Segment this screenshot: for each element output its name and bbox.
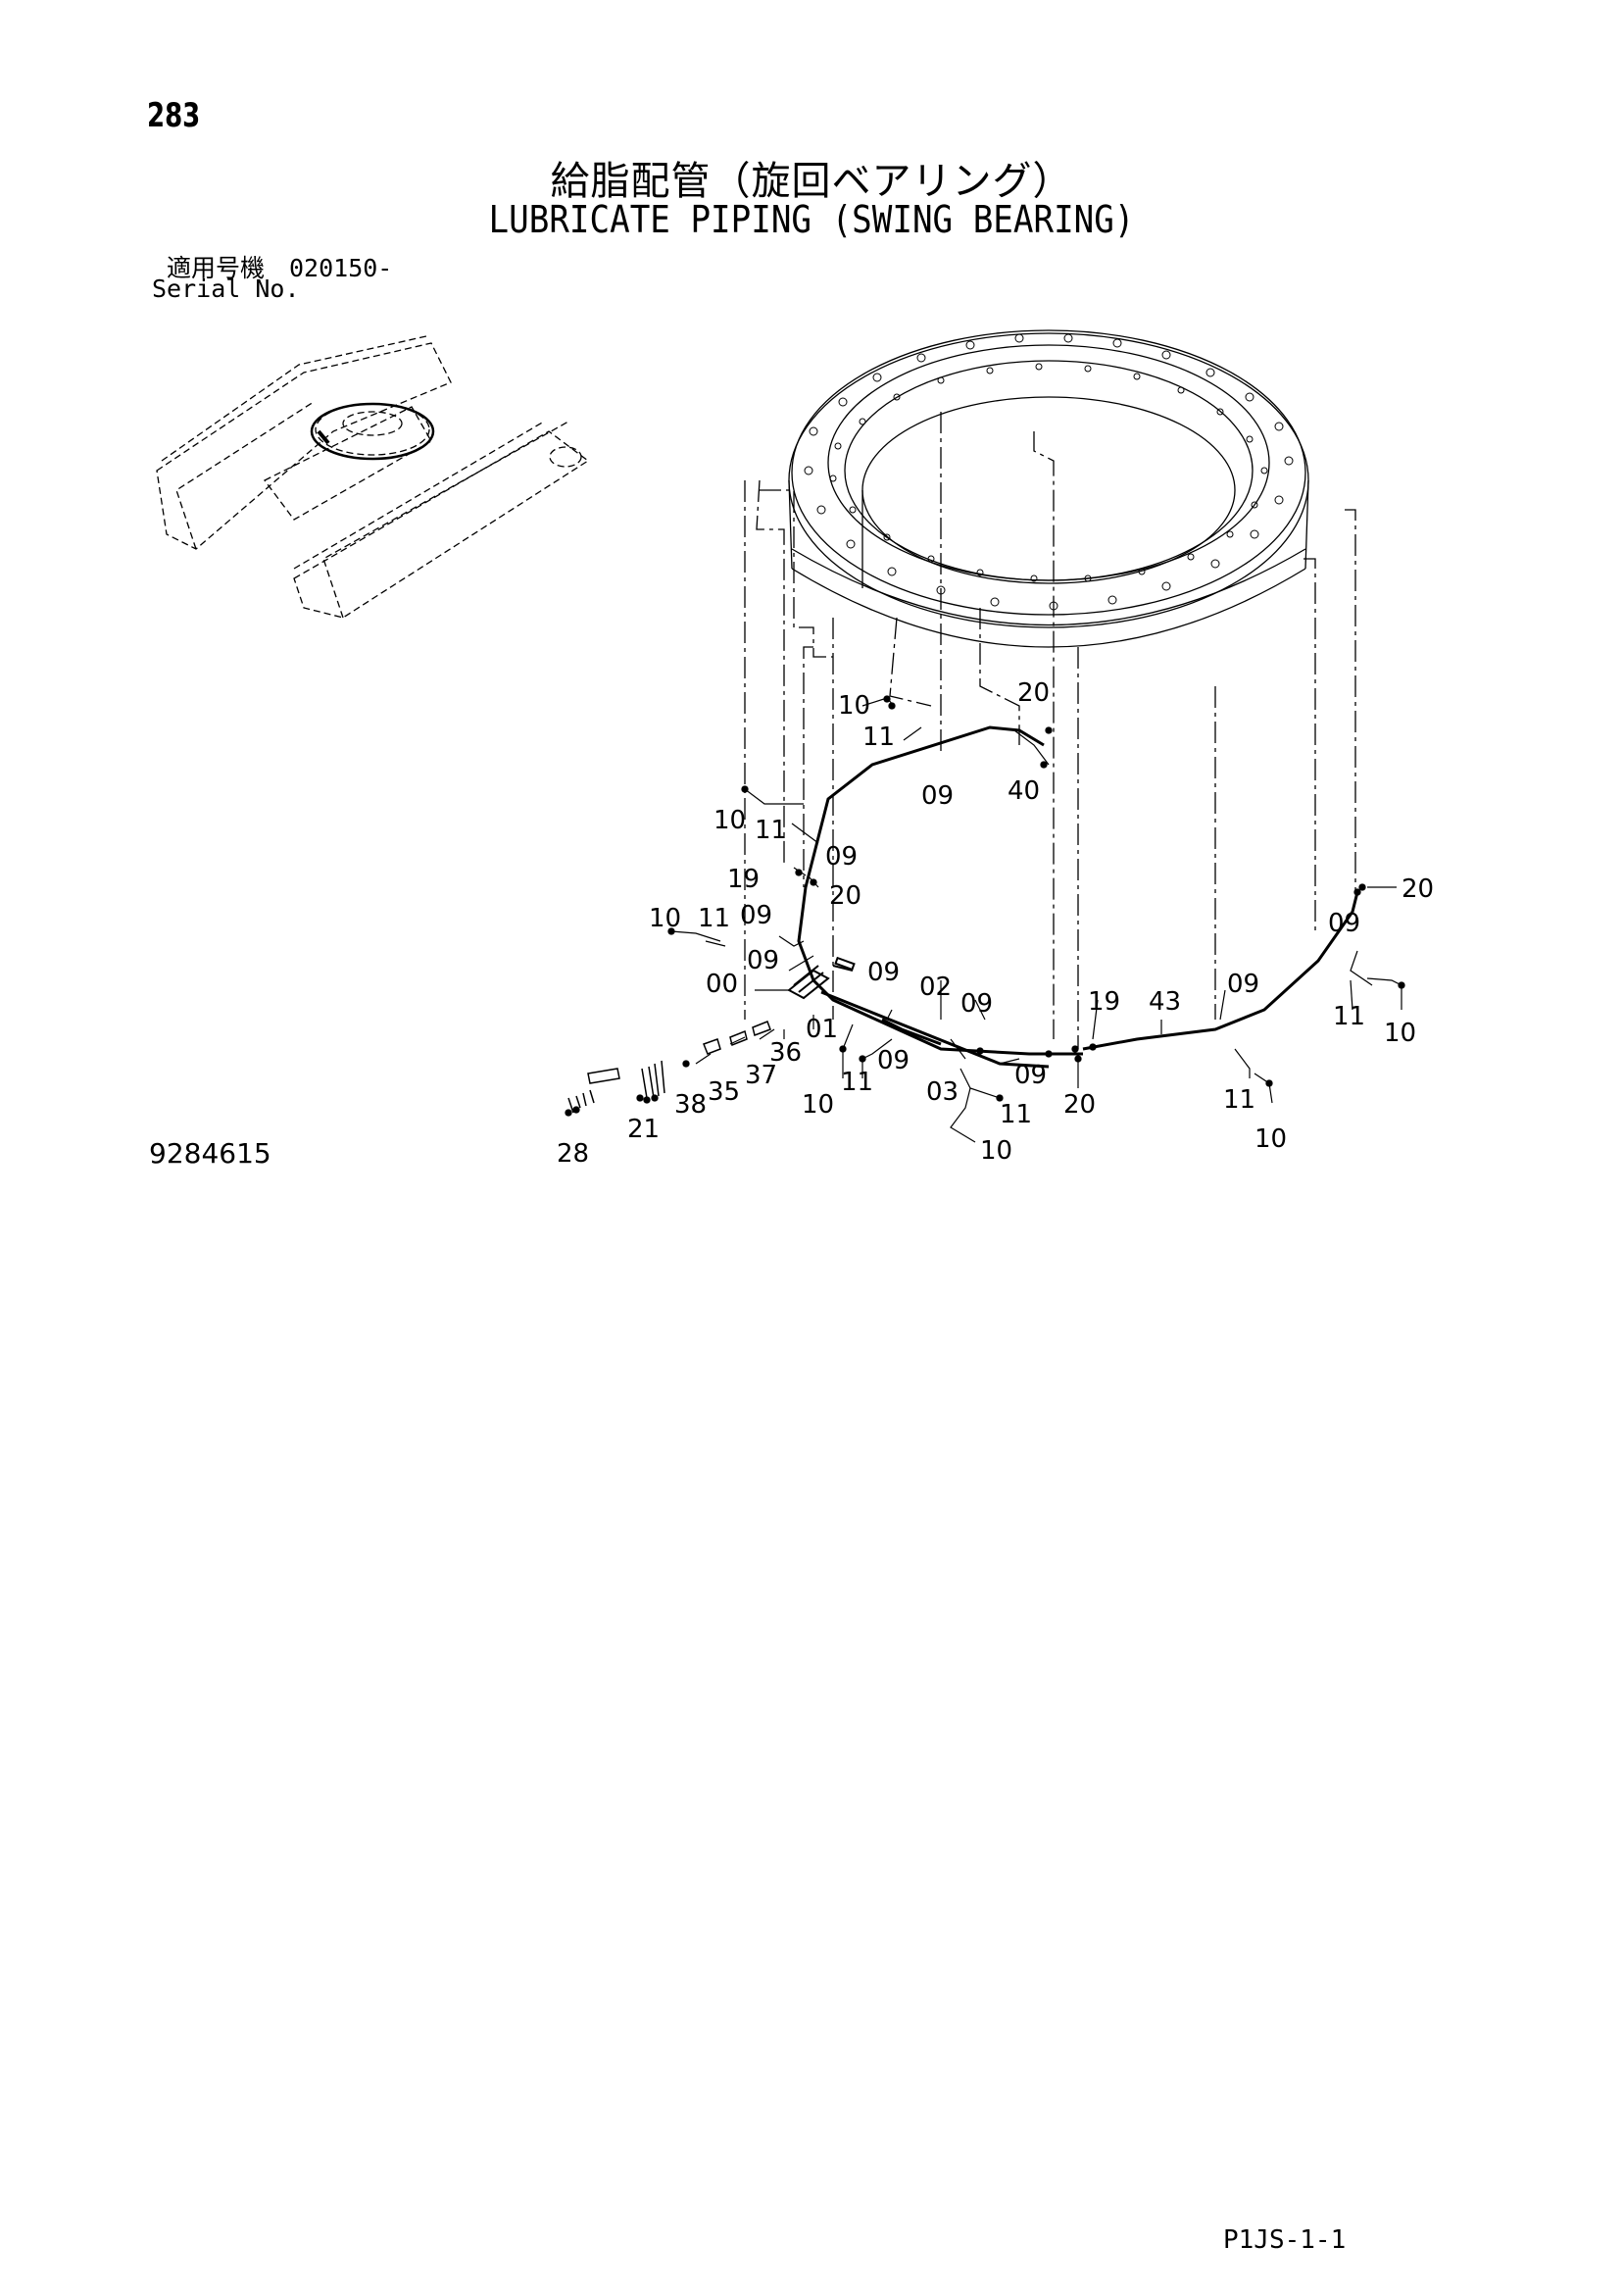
callout-21: 21	[627, 1115, 660, 1144]
callout-09: 09	[1227, 970, 1259, 999]
callout-11: 11	[1223, 1085, 1255, 1115]
callout-09: 09	[740, 901, 772, 930]
drawing-number: 9284615	[149, 1137, 271, 1170]
callout-09: 09	[825, 842, 858, 872]
callout-20: 20	[1402, 874, 1434, 904]
callout-10: 10	[802, 1090, 834, 1120]
callout-09: 09	[867, 958, 900, 987]
serial-label-english: Serial No.	[152, 275, 300, 303]
callout-09: 09	[1014, 1061, 1047, 1090]
callout-10: 10	[649, 904, 681, 933]
callout-40: 40	[1008, 776, 1040, 806]
callout-03: 03	[926, 1077, 959, 1107]
serial-label-japanese: 適用号機 020150-	[167, 254, 393, 282]
swing-bearing-ring	[788, 329, 1309, 648]
bolt-holes	[804, 333, 1294, 611]
callout-00: 00	[706, 970, 738, 999]
fittings	[795, 726, 1366, 1058]
callout-20: 20	[1063, 1090, 1096, 1120]
callout-10: 10	[838, 691, 870, 721]
callout-09: 09	[877, 1046, 910, 1075]
callout-19: 19	[1088, 987, 1120, 1017]
callout-11: 11	[755, 816, 787, 845]
manifold	[787, 956, 856, 1000]
highlight-mark	[317, 429, 330, 445]
callout-09: 09	[747, 946, 779, 975]
callout-20: 20	[829, 881, 861, 911]
callout-43: 43	[1149, 987, 1181, 1017]
callout-leaders	[670, 697, 1402, 1143]
callout-10: 10	[713, 806, 746, 835]
callout-11: 11	[1000, 1100, 1032, 1129]
callout-02: 02	[919, 973, 952, 1002]
callout-10: 10	[980, 1136, 1012, 1166]
callout-35: 35	[708, 1077, 740, 1107]
callout-36: 36	[769, 1038, 802, 1068]
callout-10: 10	[1254, 1124, 1287, 1154]
callout-11: 11	[698, 904, 730, 933]
callout-19: 19	[727, 865, 760, 894]
part-callouts: 10 20 11 09 40 10 11 09 19 20 10 11 09 0…	[557, 678, 1434, 1169]
title-japanese: 給脂配管（旋回ベアリング）	[550, 159, 1073, 204]
leader-lines	[744, 412, 1356, 1049]
callout-11: 11	[1333, 1002, 1365, 1031]
callout-11: 11	[862, 723, 895, 752]
loose-parts	[567, 1021, 771, 1114]
callout-dots	[667, 695, 1405, 1102]
page-number: 283	[147, 96, 201, 135]
callout-01: 01	[806, 1015, 838, 1044]
undercarriage-thumbnail	[156, 335, 590, 619]
callout-28: 28	[557, 1139, 589, 1169]
loose-parts-fill	[565, 1094, 659, 1117]
callout-20: 20	[1017, 678, 1050, 708]
callout-11: 11	[841, 1068, 873, 1097]
callout-10: 10	[1384, 1019, 1416, 1048]
callout-09: 09	[921, 781, 954, 811]
callout-37: 37	[745, 1061, 777, 1090]
callout-09: 09	[960, 989, 993, 1019]
callout-38: 38	[674, 1090, 707, 1120]
sheet-code: P1JS-1-1	[1223, 2225, 1347, 2255]
title-english: LUBRICATE PIPING (SWING BEARING)	[488, 198, 1135, 241]
swing-bearing-highlight	[310, 402, 435, 461]
callout-09: 09	[1328, 909, 1360, 938]
